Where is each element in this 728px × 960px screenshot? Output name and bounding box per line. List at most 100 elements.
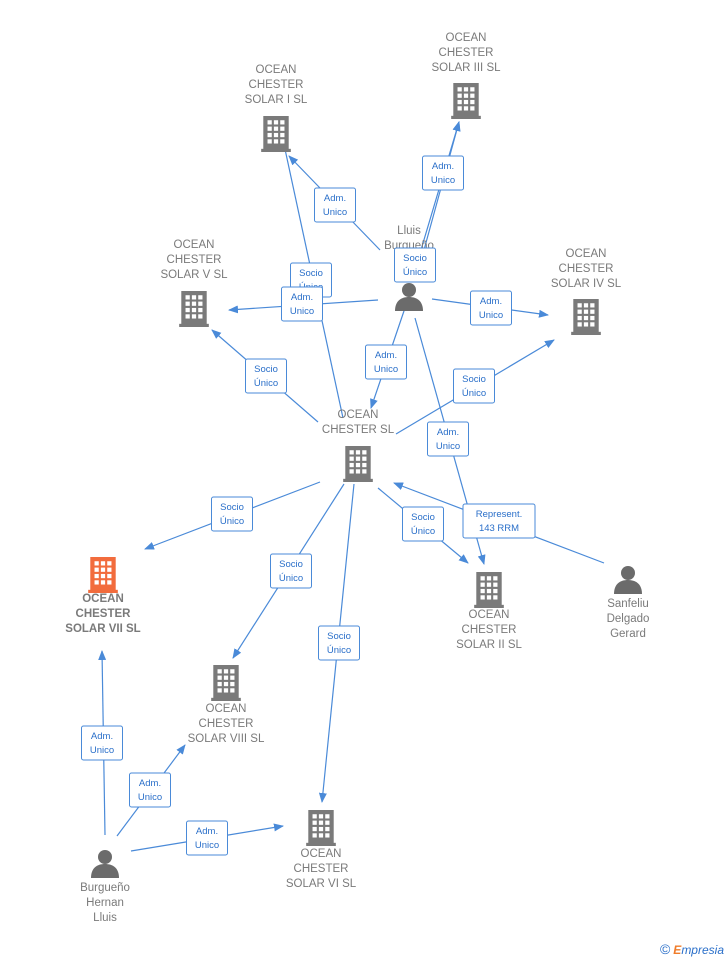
edge-label-box [318,625,360,661]
edge-label-line: Unico [436,441,460,452]
edge-label-line: Único [327,645,351,656]
node-label-line: CHESTER [559,263,614,275]
node-label-line: CHESTER [462,624,517,636]
edge-label-line: Adm. [437,427,459,438]
building-icon [571,299,601,335]
node-label-line: Sanfeliu [607,598,649,610]
edge-label-lluis_top-to-oceanchester[interactable]: Adm.Unico [365,344,407,380]
building-icon [451,83,481,119]
edge-label-lluis_top-to-solar5[interactable]: Adm.Unico [281,286,323,322]
edge-label-box [422,155,464,191]
edge-label-burgueno-to-solar8[interactable]: Adm.Unico [129,772,171,808]
edge-label-box [211,496,253,532]
node-label-line: CHESTER [249,79,304,91]
node-label-line: SOLAR V SL [160,269,228,281]
edge-label-line: Socio [411,512,435,523]
node-label-line: SOLAR II SL [456,639,522,651]
edge-label-line: Único [254,378,278,389]
node-label-line: CHESTER [294,863,349,875]
edge-label-lluis_top-to-solar1[interactable]: Adm.Unico [314,187,356,223]
node-label-line: SOLAR IV SL [551,278,622,290]
brand-initial: E [673,943,682,957]
edge-label-box [129,772,171,808]
edge-label-line: Unico [138,792,162,803]
node-label-line: CHESTER [199,718,254,730]
node-label-line: CHESTER [439,47,494,59]
edge-label-burgueno-to-solar6[interactable]: Adm.Unico [186,820,228,856]
node-label-line: CHESTER [76,608,132,620]
building-icon [343,446,373,482]
edge-label-line: Socio [403,253,427,264]
node-label-line: CHESTER [167,254,222,266]
edge-label-line: Unico [431,175,455,186]
edge-label-sanfeliu-to-oceanchester[interactable]: Represent.143 RRM [462,503,536,539]
edge-label-lluis_top-to-solar3[interactable]: Adm. Unico [422,155,464,191]
node-label-line: OCEAN [256,64,297,76]
person-icon [614,566,642,594]
node-label-line: Hernan [86,897,124,909]
company-node-solar4[interactable]: OCEAN CHESTER SOLAR IV SL [551,248,622,335]
edge-label-burgueno-to-solar7[interactable]: Adm.Unico [81,725,123,761]
edge-label-box [270,553,312,589]
company-node-solar2[interactable]: OCEAN CHESTER SOLAR II SL [456,572,523,651]
edge-label-box [453,368,495,404]
node-label-line: OCEAN [206,703,247,715]
edge-label-box [314,187,356,223]
edge-label-line: Adm. [432,161,454,172]
node-label-line: Burgueño [80,882,130,894]
person-icon [91,850,119,878]
edge-label-line: Único [220,516,244,527]
edge-label-box [470,290,512,326]
node-label-line: OCEAN [338,409,379,421]
node-label-line: Gerard [610,628,646,640]
node-label-line: OCEAN [174,239,215,251]
company-node-solar5[interactable]: OCEAN CHESTER SOLAR V SL [160,239,228,327]
node-label-line: OCEAN [469,609,510,621]
person-icon [395,283,423,311]
edge-label-lluis_top-to-solar2[interactable]: Adm. Unico [427,421,469,457]
empresia-watermark: ©Empresia [660,941,724,957]
edge-label-line: Adm. [291,292,313,303]
node-label-line: OCEAN [82,593,124,605]
edge-label-box [365,344,407,380]
node-label-line: OCEAN [566,248,607,260]
building-icon [179,291,209,327]
building-icon [306,810,336,846]
node-label-line: SOLAR VI SL [286,878,357,890]
edge-label-lluis_top-to-solar4[interactable]: Adm.Unico [470,290,512,326]
edge-label-line: Unico [479,310,503,321]
edge-label-line: 143 RRM [479,523,519,534]
node-label-line: Lluis [93,912,117,924]
node-label-line: OCEAN [301,848,342,860]
edge-label-box [281,286,323,322]
edge-label-line: Adm. [375,350,397,361]
company-node-oceanchester[interactable]: OCEAN CHESTER SL [322,409,395,482]
node-label-line: OCEAN [446,32,487,44]
edge-label-box [81,725,123,761]
building-icon [88,557,118,593]
edge-label-line: Único [411,526,435,537]
node-label-line: CHESTER SL [322,424,395,436]
edge-label-line: Socio [220,502,244,513]
brand-name: mpresia [681,943,724,957]
company-node-solar6[interactable]: OCEAN CHESTER SOLAR VI SL [286,810,357,890]
edge-oceanchester-to-solar3 [414,121,461,271]
edge-label-box [427,421,469,457]
edge-label-line: Adm. [91,731,113,742]
edge-label-line: Único [279,573,303,584]
node-label-line: SOLAR I SL [245,94,308,106]
company-node-solar1[interactable]: OCEAN CHESTER SOLAR I SL [245,64,308,152]
